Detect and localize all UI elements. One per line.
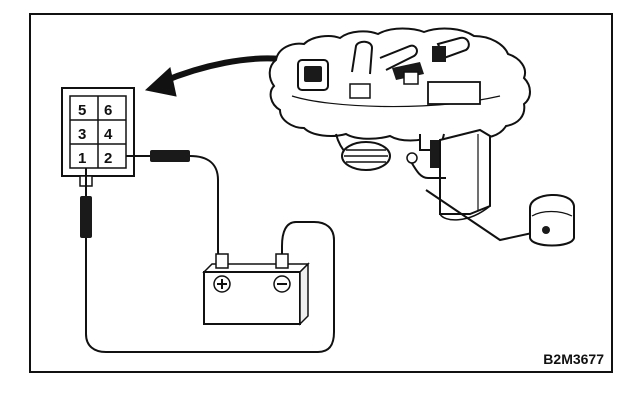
pin-label-1: 1 [78,150,86,167]
pin-label-5: 5 [78,102,86,119]
outlet-pipe-base [349,83,371,99]
probe-clip-pin2 [150,150,190,162]
fuel-pump-assembly [268,27,575,247]
flange-label-plate [427,81,481,105]
fuel-level-sender [529,193,575,247]
probe-clip-pin1 [80,196,92,238]
arrow-head [144,67,177,97]
sender-rim [531,210,573,217]
pump-body-bottom [439,205,491,221]
pin-label-6: 6 [104,102,112,119]
probe-lead-pin2 [126,150,223,265]
flange-connector-socket [304,66,322,82]
arrow-curved-icon [144,55,293,97]
battery-terminal-positive [215,253,229,269]
battery-terminal-negative [275,253,289,269]
pump-flange [268,27,531,142]
wire-pin1-to-negative [85,221,335,353]
figure-code: B2M3677 [543,351,604,367]
pump-body [439,128,491,215]
pin-label-2: 2 [104,150,112,167]
pin-label-3: 3 [78,126,86,143]
battery-icon [202,253,310,326]
battery-side [299,262,309,326]
fuel-filter-mesh [341,141,391,171]
connector-block: 5 6 3 4 1 2 [61,87,135,187]
fuel-outlet-pipe [351,40,374,75]
return-pipe [379,44,418,71]
return-pipe-fitting [403,71,419,85]
wire-pin2-to-positive [189,155,223,265]
float-pivot [542,226,550,234]
pin-label-4: 4 [104,126,113,143]
probe-lead-pin1 [80,168,335,353]
vent-pipe-collar [432,46,446,62]
pump-wire-terminal [406,152,418,164]
diagram-frame [29,13,613,373]
